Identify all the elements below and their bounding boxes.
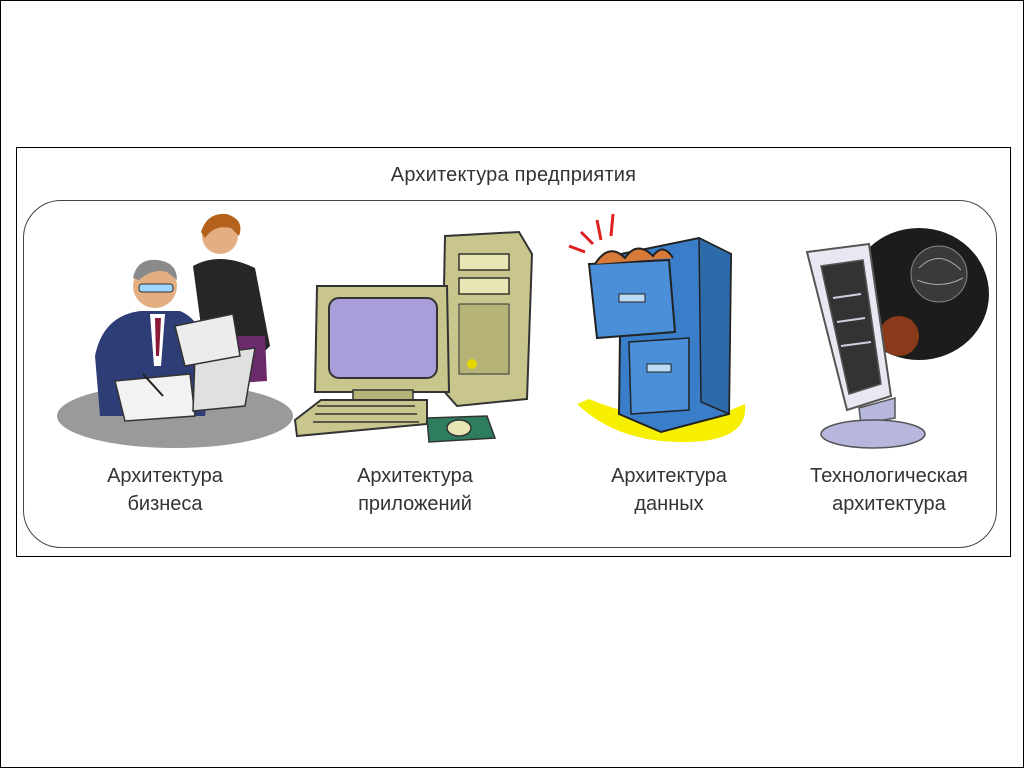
diagram-title: Архитектура предприятия [390, 164, 637, 186]
caption-line: бизнеса [127, 493, 203, 515]
caption-line: архитектура [832, 493, 946, 515]
caption-line: Архитектура [611, 465, 727, 487]
caption-technology-architecture: Технологическая архитектура [769, 462, 1009, 518]
monitor-technology-icon [805, 228, 989, 449]
caption-application-architecture: Архитектура приложений [295, 462, 535, 518]
computer-icon [293, 230, 534, 443]
caption-data-architecture: Архитектура данных [549, 462, 789, 518]
architecture-panel [23, 200, 997, 548]
caption-line: Технологическая [810, 465, 968, 487]
caption-line: Архитектура [107, 465, 223, 487]
caption-line: приложений [358, 493, 472, 515]
caption-business-architecture: Архитектура бизнеса [45, 462, 285, 518]
caption-line: Архитектура [357, 465, 473, 487]
enterprise-architecture-diagram: Архитектура предприятия Архитектура [16, 147, 1011, 557]
filing-cabinet-icon [568, 214, 746, 443]
caption-line: данных [634, 493, 704, 515]
business-people-icon [57, 213, 293, 448]
